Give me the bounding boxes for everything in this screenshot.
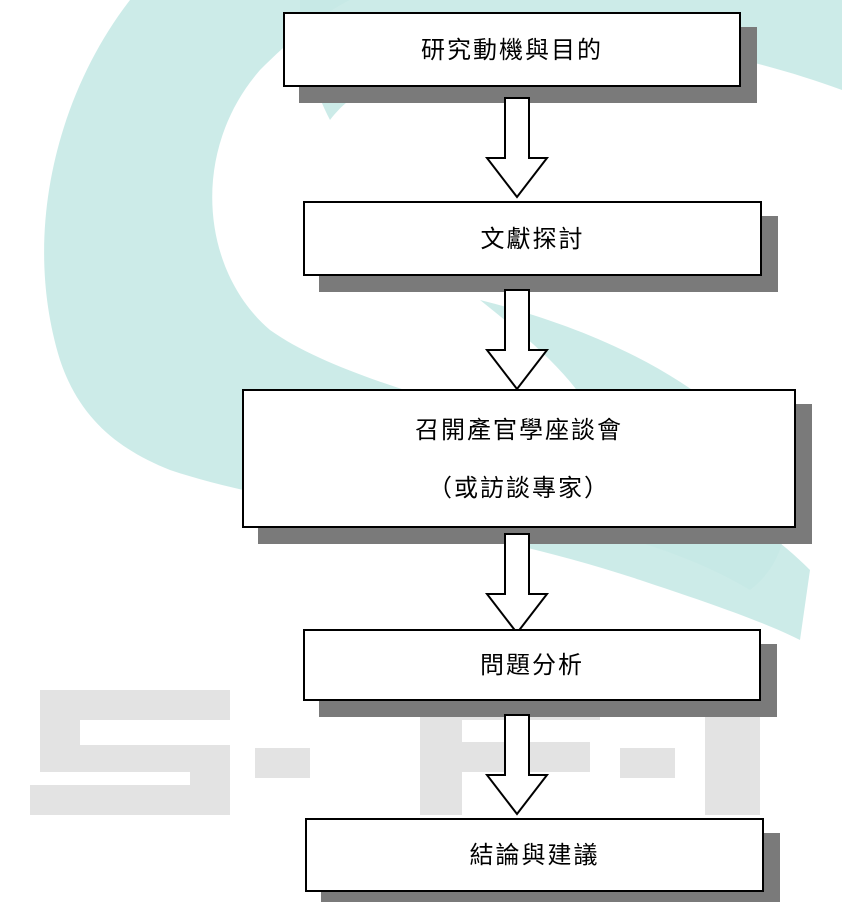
step-4-text: 問題分析	[480, 651, 584, 679]
step-2-text: 文獻探討	[480, 224, 585, 253]
step-2-box: 文獻探討	[303, 201, 762, 276]
step-3-container: 召開產官學座談會 （或訪談專家）	[242, 389, 812, 544]
step-5-text: 結論與建議	[469, 841, 600, 869]
step-5-container: 結論與建議	[305, 818, 780, 902]
step-3-box: 召開產官學座談會 （或訪談專家）	[242, 389, 796, 528]
step-2-container: 文獻探討	[303, 201, 778, 292]
step-1-container: 研究動機與目的	[283, 12, 757, 103]
step-3-subtext: （或訪談專家）	[428, 473, 610, 502]
step-5-box: 結論與建議	[305, 818, 764, 892]
step-4-box: 問題分析	[303, 629, 761, 701]
step-1-box: 研究動機與目的	[283, 12, 741, 87]
arrow-down-icon	[484, 533, 550, 635]
arrow-down-icon	[484, 714, 550, 816]
step-3-text: 召開產官學座談會	[415, 415, 623, 444]
arrow-down-icon	[484, 289, 550, 391]
step-1-text: 研究動機與目的	[421, 35, 603, 64]
arrow-down-icon	[484, 97, 550, 199]
step-4-container: 問題分析	[303, 629, 777, 717]
